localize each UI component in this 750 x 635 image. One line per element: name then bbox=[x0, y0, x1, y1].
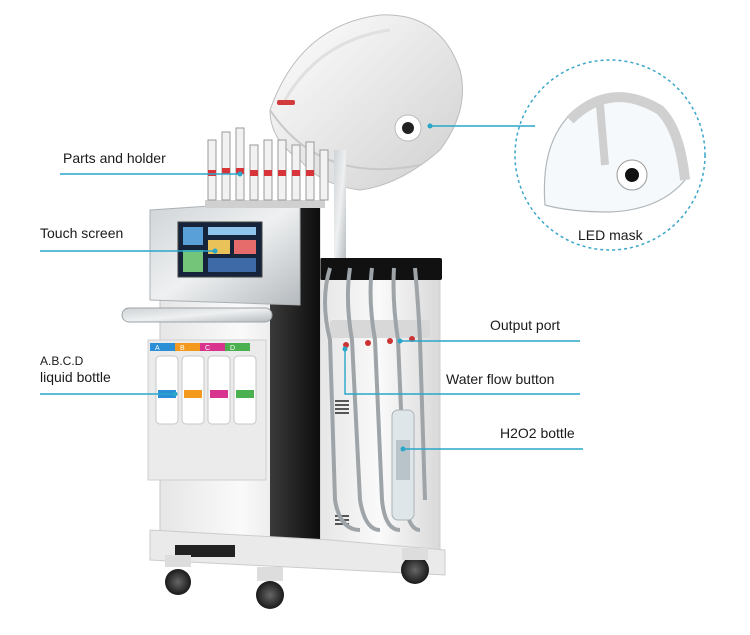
handpieces bbox=[205, 127, 329, 208]
label-water-flow-button: Water flow button bbox=[446, 371, 555, 387]
bottle-letter-b: B bbox=[180, 345, 185, 352]
label-h2o2-bottle: H2O2 bottle bbox=[500, 425, 575, 441]
label-touch-screen: Touch screen bbox=[40, 225, 124, 241]
label-parts-holder: Parts and holder bbox=[63, 150, 166, 166]
bottle-letter-a: A bbox=[155, 345, 160, 352]
bottle-letter-c: C bbox=[205, 345, 210, 352]
rear-unit bbox=[319, 258, 442, 561]
bottle-letter-d: D bbox=[230, 345, 235, 352]
label-led-mask: LED mask bbox=[578, 227, 643, 243]
label-liquid-line2: liquid bottle bbox=[40, 369, 111, 385]
led-hood bbox=[269, 14, 463, 250]
callouts bbox=[40, 123, 583, 452]
label-liquid-line1: A.B.C.D bbox=[40, 354, 84, 368]
arm-post bbox=[334, 150, 346, 265]
label-output-port: Output port bbox=[490, 317, 561, 333]
base bbox=[149, 529, 446, 609]
led-mask-inset bbox=[514, 59, 706, 251]
handle bbox=[121, 307, 273, 323]
liquid-bottles: A B C D bbox=[150, 343, 257, 425]
